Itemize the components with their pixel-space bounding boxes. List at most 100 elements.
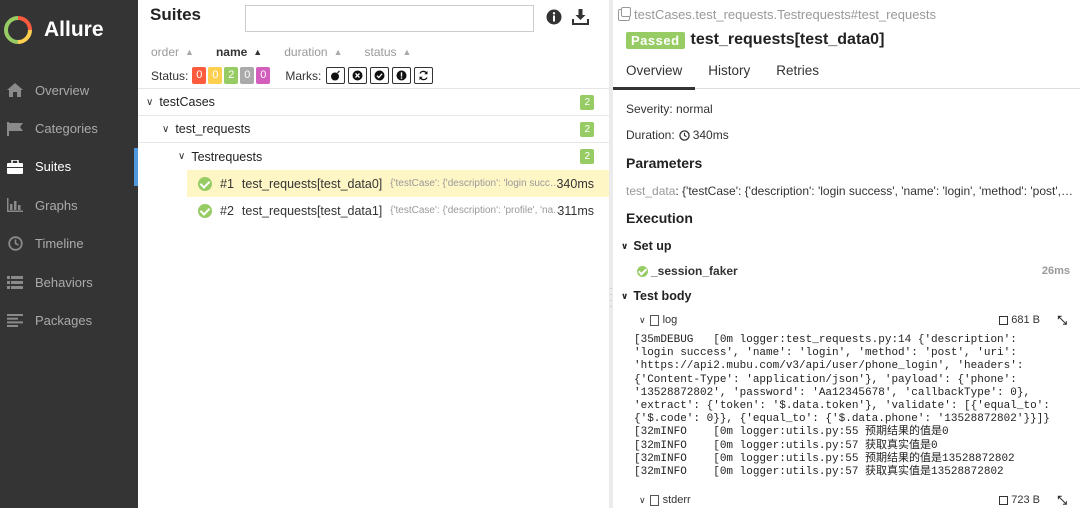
sidebar-item-timeline[interactable]: Timeline	[0, 225, 138, 263]
refresh-icon	[419, 70, 428, 81]
sidebar-item-packages[interactable]: Packages	[0, 301, 138, 339]
mark-new-failed-toggle[interactable]	[348, 67, 368, 84]
chevron-down-icon: ∨	[639, 494, 646, 505]
detail-tabs: Overview History Retries	[613, 57, 1080, 90]
sidebar-item-graphs[interactable]: Graphs	[0, 186, 138, 224]
parameter-row: test_data: {'testCase': {'description': …	[626, 184, 1076, 198]
sort-arrows-icon: ▲︎	[185, 47, 194, 57]
mark-flaky-toggle[interactable]	[326, 67, 346, 84]
sidebar-item-label: Suites	[35, 159, 72, 175]
attachment-name: log	[662, 314, 678, 326]
fixture-duration: 26ms	[1041, 265, 1070, 277]
count-badge: 2	[580, 122, 594, 137]
mark-new-broken-toggle[interactable]	[392, 67, 412, 84]
sidebar-nav: Overview Categories Suites Graphs Timeli…	[0, 71, 138, 340]
flag-icon	[6, 120, 24, 138]
test-body-label: Test body	[633, 289, 692, 303]
suites-title: Suites	[150, 5, 202, 24]
check-circle-icon	[374, 70, 385, 81]
breadcrumb: testCases.test_requests.Testrequests#tes…	[618, 6, 936, 22]
sidebar-item-behaviors[interactable]: Behaviors	[0, 263, 138, 301]
status-passed-toggle[interactable]: 2	[224, 67, 239, 84]
copy-icon[interactable]	[618, 6, 631, 21]
sort-status[interactable]: status▲︎	[365, 45, 412, 59]
attachment-log[interactable]: ∨ log 681 B ⤡	[639, 310, 1070, 330]
attachment-size: 723 B	[999, 494, 1040, 506]
mark-retries-toggle[interactable]	[414, 67, 434, 84]
splitter-grip-icon[interactable]: ····	[609, 283, 613, 311]
chevron-down-icon: ∨	[162, 123, 170, 135]
test-row[interactable]: #2 test_requests[test_data1] {'testCase'…	[187, 197, 609, 224]
tab-history[interactable]: History	[708, 63, 751, 78]
home-icon	[6, 81, 24, 99]
status-unknown-toggle[interactable]: 0	[256, 67, 271, 84]
setup-label: Set up	[633, 239, 672, 253]
setup-toggle[interactable]: ∨ Set up	[621, 239, 672, 253]
test-name: test_requests[test_data0]	[241, 176, 383, 191]
mark-new-passed-toggle[interactable]	[370, 67, 390, 84]
tab-retries[interactable]: Retries	[776, 63, 820, 78]
sort-name[interactable]: name▲︎	[216, 45, 262, 59]
status-broken-toggle[interactable]: 0	[208, 67, 223, 84]
sidebar-item-label: Packages	[35, 313, 93, 329]
chevron-down-icon: ∨	[621, 240, 629, 251]
status-failed-toggle[interactable]: 0	[192, 67, 207, 84]
file-icon	[649, 314, 659, 326]
status-skipped-toggle[interactable]: 0	[240, 67, 255, 84]
tree-node-label: Testrequests	[191, 149, 263, 164]
sort-arrows-icon: ▲︎	[253, 47, 263, 57]
list-icon	[6, 273, 24, 291]
sidebar: Allure Overview Categories Suites Graphs	[0, 0, 138, 508]
tree-node-testcases[interactable]: ∨ testCases 2	[138, 89, 609, 116]
test-number: #1	[220, 176, 234, 191]
expand-icon[interactable]: ⤡	[1057, 492, 1067, 507]
download-icon[interactable]	[572, 9, 590, 27]
sidebar-item-overview[interactable]: Overview	[0, 71, 138, 109]
sidebar-item-label: Categories	[35, 121, 98, 137]
passed-status-icon	[198, 176, 212, 191]
attachment-size-value: 681 B	[1011, 314, 1040, 326]
bomb-icon	[331, 70, 341, 81]
sort-order[interactable]: order▲︎	[151, 45, 194, 59]
tree-node-test-requests[interactable]: ∨ test_requests 2	[138, 116, 609, 143]
duration-label: Duration:	[626, 128, 675, 142]
tree-node-label: test_requests	[175, 122, 251, 136]
expand-icon[interactable]: ⤡	[1057, 312, 1067, 327]
sidebar-item-categories[interactable]: Categories	[0, 109, 138, 147]
brand[interactable]: Allure	[0, 0, 138, 60]
file-icon	[649, 494, 659, 506]
sort-label: duration	[284, 45, 328, 59]
fixture-name: _session_faker	[651, 264, 738, 278]
test-body-toggle[interactable]: ∨ Test body	[621, 289, 691, 303]
duration-value: 340ms	[692, 128, 729, 142]
test-params: {'testCase': {'description': 'login succ…	[390, 178, 564, 189]
duration-field: Duration: 340ms	[626, 128, 729, 142]
status-filter: Status: 0 0 2 0 0 Marks:	[151, 67, 436, 84]
chevron-down-icon: ∨	[621, 290, 629, 301]
search-input[interactable]	[245, 5, 534, 32]
sidebar-item-label: Graphs	[35, 197, 78, 213]
test-duration: 340ms	[556, 176, 594, 191]
attachment-size-value: 723 B	[1011, 494, 1040, 506]
info-icon[interactable]	[546, 9, 564, 27]
sort-arrows-icon: ▲︎	[333, 47, 343, 57]
passed-status-icon	[198, 203, 212, 218]
marks-label: Marks:	[285, 68, 322, 83]
align-left-icon	[6, 312, 24, 330]
sort-arrows-icon: ▲︎	[402, 47, 412, 57]
test-title-row: Passed test_requests[test_data0]	[626, 31, 884, 49]
status-label: Status:	[151, 68, 189, 83]
test-row[interactable]: #1 test_requests[test_data0] {'testCase'…	[187, 170, 609, 197]
test-name: test_requests[test_data1]	[241, 203, 383, 218]
pane-splitter[interactable]	[609, 0, 613, 508]
attachment-stderr[interactable]: ∨ stderr 723 B ⤡	[639, 490, 1070, 508]
severity-field: Severity: normal	[626, 102, 713, 116]
tree-node-testrequests[interactable]: ∨ Testrequests 2	[138, 143, 609, 170]
fixture-row[interactable]: _session_faker 26ms	[637, 264, 1070, 278]
passed-status-icon	[637, 265, 648, 277]
sidebar-item-label: Timeline	[35, 236, 84, 252]
tab-overview[interactable]: Overview	[613, 57, 696, 90]
sidebar-item-suites[interactable]: Suites	[0, 147, 138, 187]
sort-duration[interactable]: duration ▲︎	[284, 45, 342, 59]
save-icon	[999, 495, 1009, 505]
